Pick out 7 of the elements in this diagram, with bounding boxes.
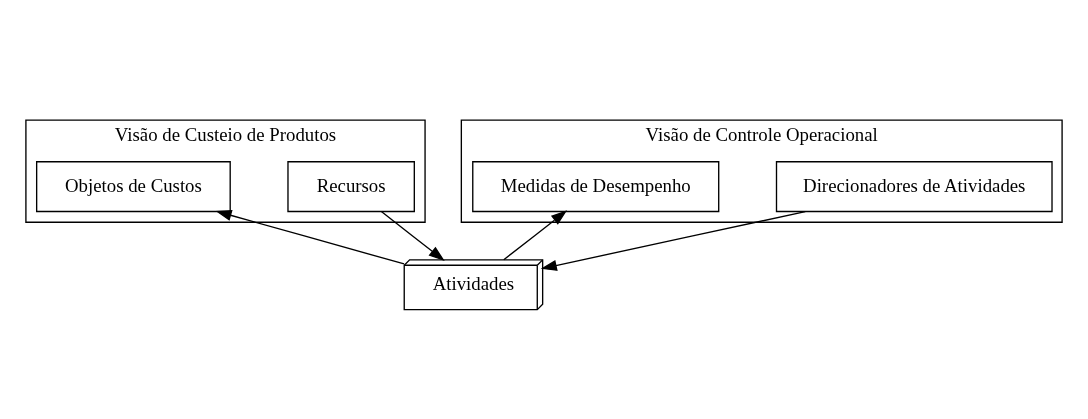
- node-box: Recursos: [287, 161, 415, 213]
- arrow: [380, 210, 445, 262]
- node-box: Medidas de Desempenho: [472, 161, 720, 213]
- node-box: Objetos de Custos: [36, 161, 231, 213]
- arrow: [215, 209, 405, 265]
- node-box: Direcionadores de Atividades: [775, 161, 1053, 213]
- arrow: [503, 210, 568, 261]
